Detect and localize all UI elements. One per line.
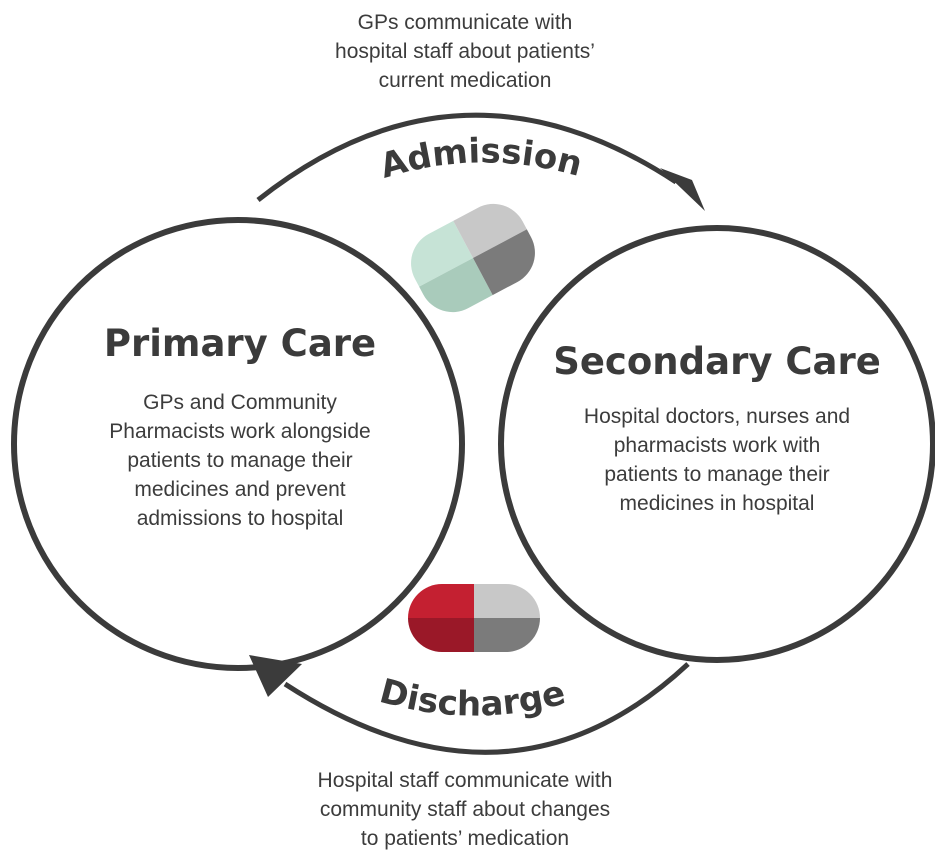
green-gray-capsule-icon bbox=[399, 192, 547, 324]
primary-care-circle bbox=[11, 217, 465, 671]
admission-arc-label: Admission bbox=[376, 131, 586, 186]
secondary-care-description: Hospital doctors, nurses and pharmacists… bbox=[583, 405, 851, 515]
primary-care-description: GPs and Community Pharmacists work along… bbox=[109, 391, 371, 530]
discharge-arrow-icon bbox=[249, 655, 302, 697]
primary-care-title: Primary Care bbox=[103, 322, 377, 365]
discharge-caption: Hospital staff communicate with communit… bbox=[317, 769, 613, 850]
admission-arc bbox=[256, 112, 678, 202]
admission-caption: GPs communicate with hospital staff abou… bbox=[335, 11, 595, 92]
secondary-care-title: Secondary Care bbox=[553, 340, 881, 383]
red-gray-capsule-icon bbox=[408, 584, 540, 652]
secondary-care-circle bbox=[498, 225, 935, 663]
discharge-arc bbox=[283, 662, 690, 755]
discharge-arc-label: Discharge bbox=[376, 671, 569, 724]
admission-arrow-icon bbox=[660, 168, 705, 211]
